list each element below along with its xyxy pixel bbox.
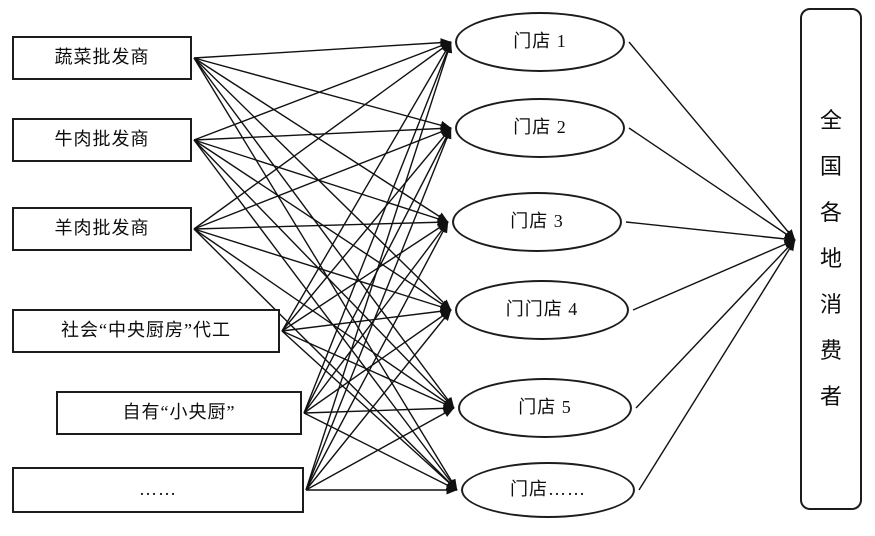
supplier-box-central-kitchen-oem: 社会“中央厨房”代工 bbox=[12, 309, 280, 353]
store-label: 门门店 4 bbox=[505, 299, 579, 320]
supplier-label: …… bbox=[139, 479, 177, 500]
arrow-line bbox=[281, 127, 452, 332]
supplier-label: 社会“中央厨房”代工 bbox=[61, 320, 231, 341]
arrow-line bbox=[305, 221, 449, 491]
arrow-line bbox=[193, 41, 452, 141]
arrow-line bbox=[193, 57, 452, 130]
arrow-line bbox=[303, 309, 452, 414]
arrow-line bbox=[193, 123, 452, 141]
arrow-line bbox=[193, 57, 452, 311]
arrow-line bbox=[638, 239, 796, 491]
arrow-line bbox=[305, 127, 452, 491]
store-label: 门店 5 bbox=[518, 397, 572, 418]
store-label: 门店…… bbox=[510, 479, 586, 500]
arrow-line bbox=[193, 217, 449, 230]
store-label: 门店 2 bbox=[513, 117, 567, 138]
supplier-label: 蔬菜批发商 bbox=[54, 47, 150, 68]
store-label: 门店 3 bbox=[510, 211, 564, 232]
arrow-line bbox=[281, 221, 449, 332]
consumer-box: 全国各地消费者 bbox=[800, 8, 862, 510]
arrow-line bbox=[628, 41, 796, 241]
arrow-line bbox=[193, 57, 449, 223]
supplier-label: 自有“小央厨” bbox=[122, 402, 236, 423]
arrow-line bbox=[193, 57, 458, 491]
store-ellipse-1: 门店 1 bbox=[455, 12, 625, 72]
store-ellipse-5: 门店 5 bbox=[458, 378, 632, 438]
arrow-line bbox=[193, 228, 455, 409]
supplier-label: 牛肉批发商 bbox=[54, 129, 150, 150]
store-ellipse-2: 门店 2 bbox=[455, 98, 625, 158]
arrow-line bbox=[193, 57, 455, 409]
arrow-line bbox=[193, 139, 458, 491]
arrow-line bbox=[193, 41, 452, 230]
arrow-line bbox=[305, 41, 453, 491]
arrow-line bbox=[193, 139, 455, 409]
arrow-line bbox=[305, 309, 452, 491]
arrow-line bbox=[281, 306, 452, 332]
supplier-label: 羊肉批发商 bbox=[54, 218, 150, 239]
supplier-box-vegetable: 蔬菜批发商 bbox=[12, 36, 192, 80]
arrow-line bbox=[632, 239, 796, 311]
arrow-line bbox=[193, 139, 449, 224]
arrow-line bbox=[305, 407, 455, 491]
arrow-line bbox=[628, 127, 796, 241]
store-ellipse-4: 门门店 4 bbox=[455, 280, 629, 340]
arrow-line bbox=[281, 330, 455, 409]
arrow-line bbox=[303, 41, 452, 414]
arrow-line bbox=[303, 412, 458, 491]
supplier-box-own-small-kitchen: 自有“小央厨” bbox=[56, 391, 302, 435]
store-label: 门店 1 bbox=[513, 31, 567, 52]
supplier-box-beef: 牛肉批发商 bbox=[12, 118, 192, 162]
consumer-label: 全国各地消费者 bbox=[819, 108, 842, 409]
arrow-line bbox=[303, 403, 455, 414]
arrow-line bbox=[193, 127, 452, 230]
arrow-line bbox=[193, 38, 452, 59]
supplier-box-lamb: 羊肉批发商 bbox=[12, 207, 192, 251]
arrow-line bbox=[303, 221, 449, 414]
store-ellipse-3: 门店 3 bbox=[452, 192, 622, 252]
supplier-box-ellipsis: …… bbox=[12, 467, 304, 513]
store-ellipse-more: 门店…… bbox=[461, 462, 635, 518]
arrow-line bbox=[625, 221, 796, 244]
arrow-line bbox=[281, 41, 452, 332]
arrow-line bbox=[635, 239, 796, 409]
